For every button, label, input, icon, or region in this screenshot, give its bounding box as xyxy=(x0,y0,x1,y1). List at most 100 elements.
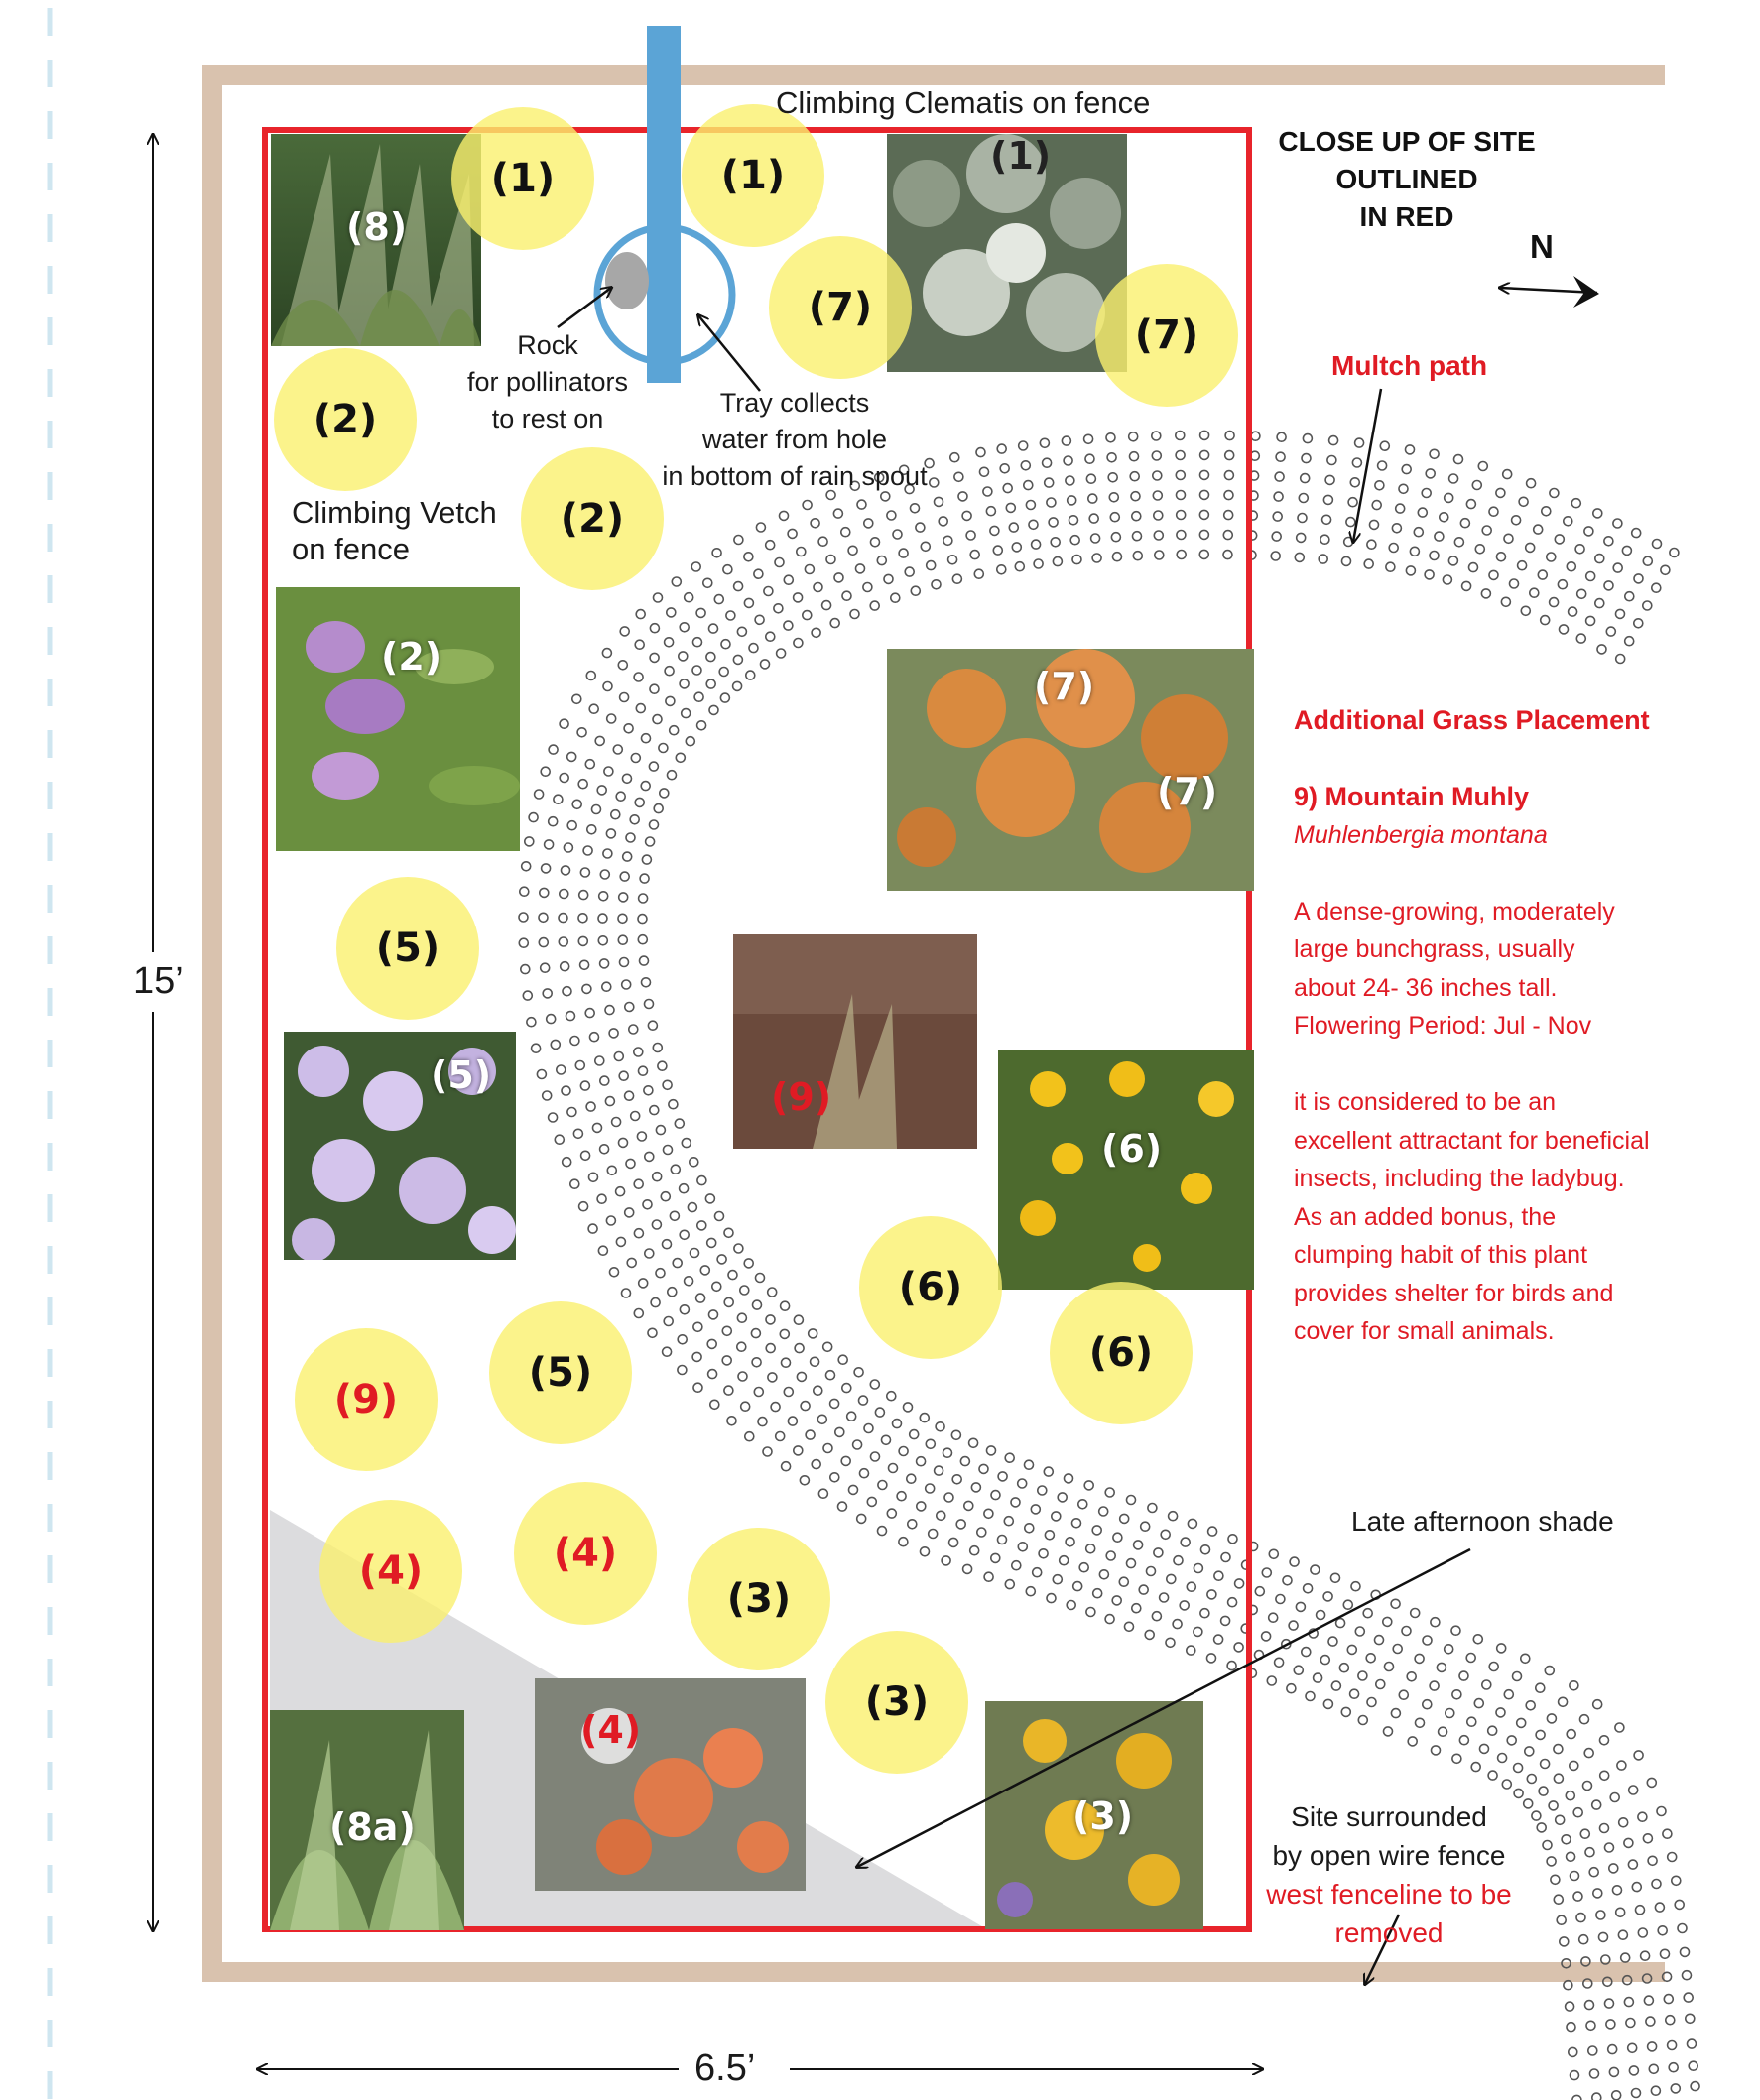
plant-circle: (3) xyxy=(688,1528,830,1670)
mulch-dot xyxy=(822,1442,833,1454)
mulch-dot xyxy=(1315,1609,1326,1621)
mulch-dot xyxy=(1525,1700,1536,1711)
mulch-dot xyxy=(707,623,719,634)
mulch-dot xyxy=(1187,1518,1198,1530)
mulch-dot xyxy=(1662,1828,1673,1839)
mulch-dot xyxy=(1138,1584,1149,1595)
mulch-dot xyxy=(1616,1760,1627,1771)
mulch-dot xyxy=(655,1124,667,1136)
photo-label: (3) xyxy=(1072,1794,1134,1838)
mulch-dot xyxy=(1466,1716,1477,1727)
mulch-dot xyxy=(1198,529,1210,541)
mulch-dot xyxy=(1305,1690,1316,1702)
grass-info-desc-line: A dense-growing, moderately xyxy=(1294,897,1615,926)
mulch-dot xyxy=(629,1110,641,1122)
mulch-dot xyxy=(840,1455,852,1467)
mulch-dot xyxy=(1131,510,1142,522)
mulch-dot xyxy=(1175,449,1186,461)
mulch-dot xyxy=(1642,600,1653,611)
mulch-dot xyxy=(948,451,960,463)
plant-circle: (9) xyxy=(295,1328,438,1471)
mulch-dot xyxy=(1451,1689,1462,1700)
mulch-dot xyxy=(1180,1537,1191,1547)
mulch-dot xyxy=(1591,1698,1603,1710)
mulch-dot xyxy=(1650,2085,1662,2096)
mulch-dot xyxy=(604,1004,615,1016)
mulch-dot xyxy=(675,752,687,764)
mulch-dot xyxy=(553,794,564,805)
mulch-dot xyxy=(957,491,968,502)
mulch-dot xyxy=(997,1471,1008,1482)
mulch-dot xyxy=(863,1422,874,1434)
mulch-dot xyxy=(563,842,574,853)
mulch-dot xyxy=(1226,1660,1237,1671)
mulch-dot xyxy=(1405,565,1417,576)
mulch-dot xyxy=(1322,494,1334,506)
mulch-dot xyxy=(1665,2014,1676,2026)
mulch-dot xyxy=(1421,487,1432,499)
plant-circle: (1) xyxy=(682,104,824,247)
mulch-dot xyxy=(578,959,590,971)
mulch-dot xyxy=(950,1429,962,1441)
mulch-dot xyxy=(1198,469,1210,481)
mulch-dot xyxy=(603,766,614,777)
fence-note-line: west fenceline to be removed xyxy=(1266,1879,1512,1948)
mulch-dot xyxy=(1611,1885,1623,1896)
mulch-dot xyxy=(796,1371,808,1383)
mulch-dot xyxy=(1546,1856,1557,1867)
mulch-dot xyxy=(1166,1573,1177,1585)
mulch-dot xyxy=(723,1227,734,1239)
mulch-dot xyxy=(1091,1587,1103,1599)
mulch-dot xyxy=(982,486,993,497)
mulch-dot xyxy=(1052,556,1064,567)
tray-label-line: Tray collects xyxy=(719,388,870,418)
mulch-dot xyxy=(1125,1494,1137,1506)
mulch-dot xyxy=(1688,2060,1698,2071)
mulch-dot xyxy=(1193,1626,1203,1638)
mulch-dot xyxy=(1044,1530,1056,1541)
mulch-dot xyxy=(1039,437,1051,449)
mulch-dot xyxy=(1272,511,1283,522)
mulch-dot xyxy=(579,867,591,878)
mulch-dot xyxy=(719,692,731,703)
mulch-dot xyxy=(725,610,736,621)
mulch-dot xyxy=(657,1060,668,1071)
mulch-dot xyxy=(558,888,569,900)
mulch-dot xyxy=(849,480,861,492)
mulch-dot xyxy=(1592,1888,1603,1899)
mulch-dot xyxy=(959,1455,971,1467)
tray-label-line: in bottom of rain spout xyxy=(662,461,928,491)
vetch-label: Climbing Vetch on fence xyxy=(292,494,497,567)
mulch-dot xyxy=(1176,529,1187,541)
mulch-dot xyxy=(787,1416,799,1426)
mulch-dot xyxy=(1624,590,1635,602)
photo-plant-1: (1) xyxy=(887,134,1127,372)
mulch-dot xyxy=(765,1314,776,1325)
photo-label: (4) xyxy=(580,1708,642,1752)
mulch-dot xyxy=(1350,1580,1361,1592)
mulch-dot xyxy=(1391,522,1403,534)
mulch-dot xyxy=(1630,2087,1642,2099)
mulch-dot xyxy=(1565,1851,1576,1863)
mulch-dot xyxy=(1004,1578,1016,1590)
plant-circle: (2) xyxy=(521,447,664,590)
plant-circle: (7) xyxy=(769,236,912,379)
mulch-dot xyxy=(766,1287,778,1297)
mulch-dot xyxy=(1301,1646,1312,1658)
mulch-dot xyxy=(608,1267,620,1278)
mulch-dot xyxy=(891,1418,903,1429)
mulch-dot xyxy=(1222,509,1234,521)
mulch-dot xyxy=(615,791,627,803)
mulch-dot xyxy=(572,1128,584,1140)
mulch-dot xyxy=(1063,455,1073,466)
mulch-dot xyxy=(688,1157,699,1168)
mulch-dot xyxy=(1609,1791,1620,1803)
mulch-dot xyxy=(1294,552,1306,563)
mulch-dot xyxy=(637,1278,649,1289)
mulch-dot xyxy=(1097,1506,1109,1517)
mulch-dot xyxy=(677,1334,689,1345)
mulch-dot xyxy=(711,547,722,558)
mulch-dot xyxy=(1286,1682,1297,1694)
mulch-dot xyxy=(1639,1950,1651,1961)
mulch-dot xyxy=(1276,432,1287,443)
